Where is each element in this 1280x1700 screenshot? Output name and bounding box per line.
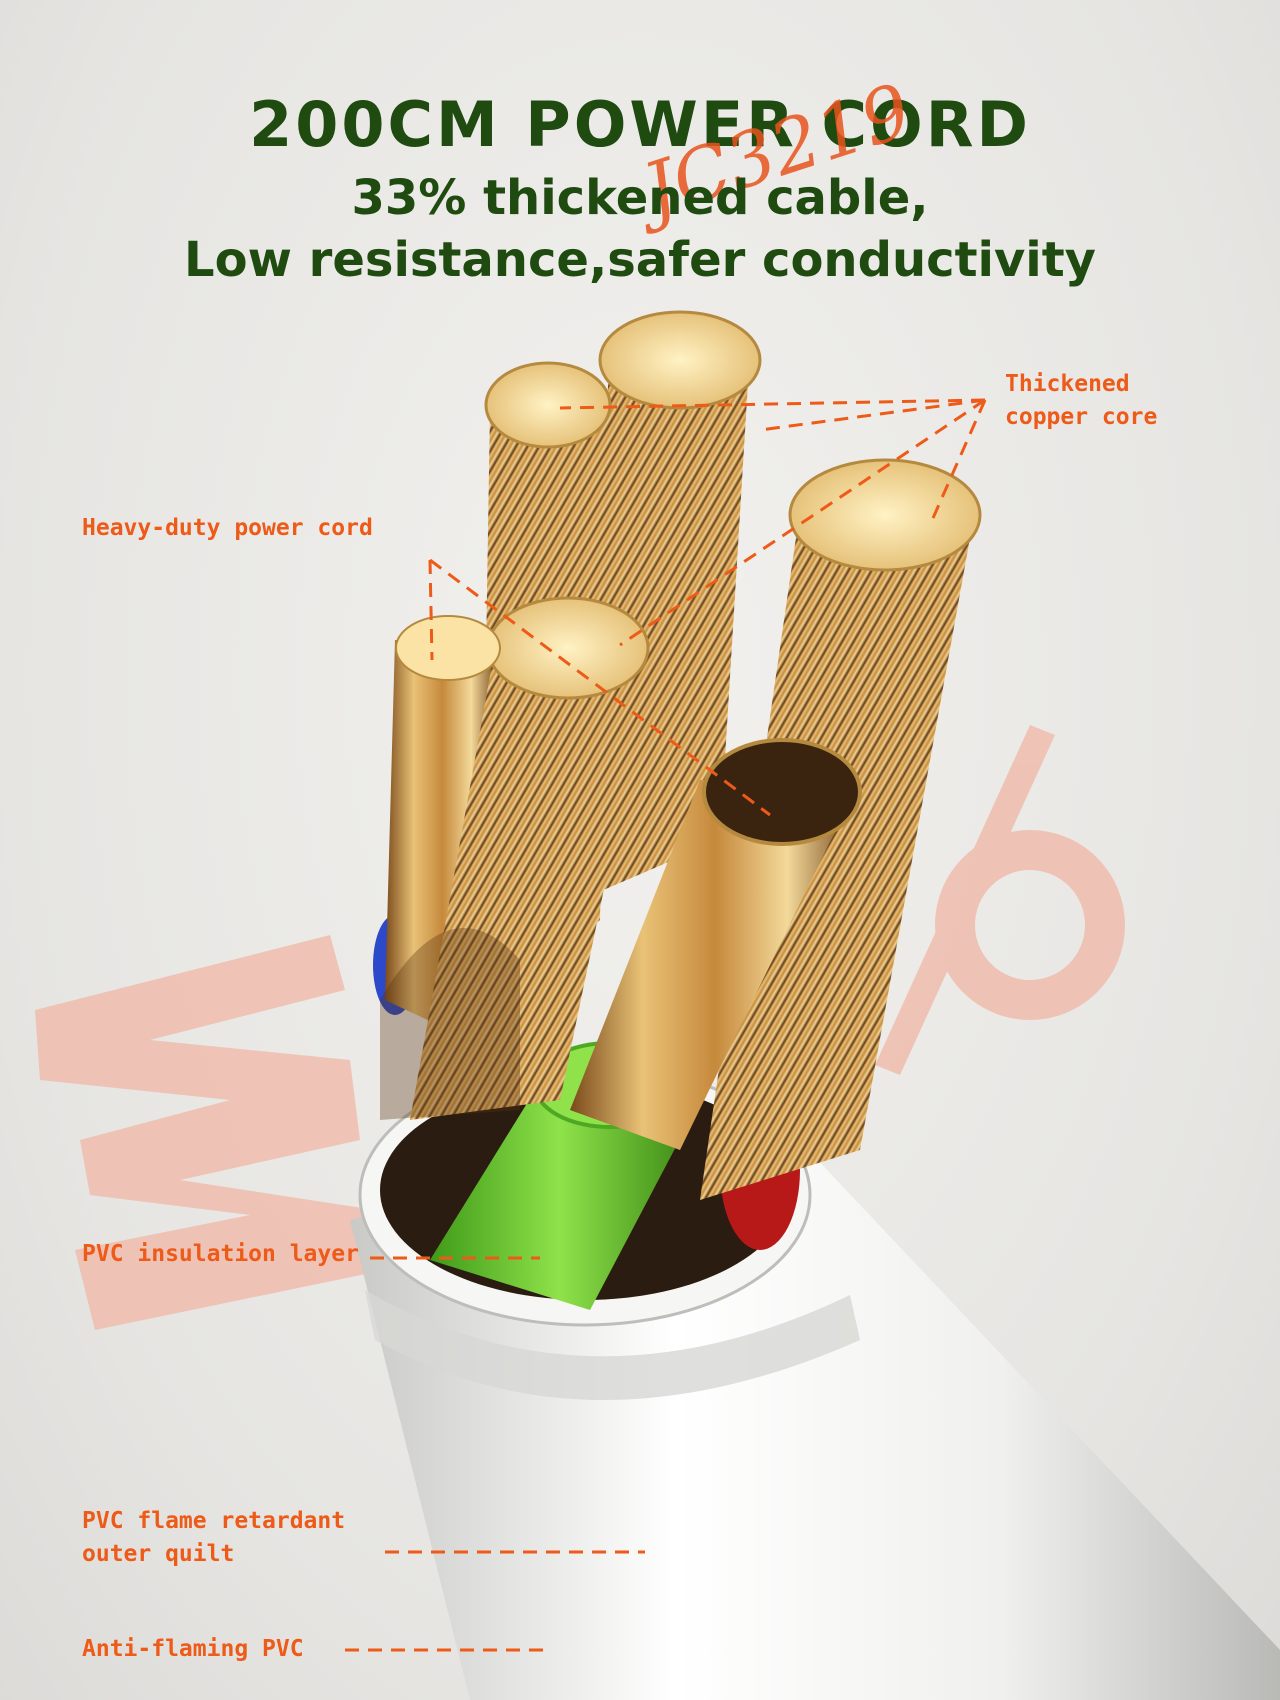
subtitle-line-1: 33% thickened cable, — [351, 170, 929, 226]
page-title: 200CM POWER CORD — [249, 88, 1031, 161]
callout-outer-quilt-line1: PVC flame retardant — [82, 1508, 346, 1534]
copper-conductors — [380, 350, 975, 1200]
callout-anti-flaming: Anti-flaming PVC — [82, 1636, 304, 1662]
watermark-33-percent — [35, 725, 1125, 1330]
conductor-faces — [395, 310, 982, 846]
callout-heavy-duty: Heavy-duty power cord — [82, 515, 373, 541]
leader-lines — [345, 398, 987, 1652]
callout-copper-core: Thickened copper core — [1005, 368, 1157, 434]
callout-copper-core-line2: copper core — [1005, 404, 1158, 430]
callout-insulation-layer: PVC insulation layer — [82, 1241, 359, 1267]
callout-copper-core-line1: Thickened — [1005, 371, 1130, 397]
subtitle-line-2: Low resistance,safer conductivity — [184, 232, 1096, 288]
callout-outer-quilt: PVC flame retardant outer quilt — [82, 1505, 345, 1571]
callout-outer-quilt-line2: outer quilt — [82, 1541, 235, 1567]
